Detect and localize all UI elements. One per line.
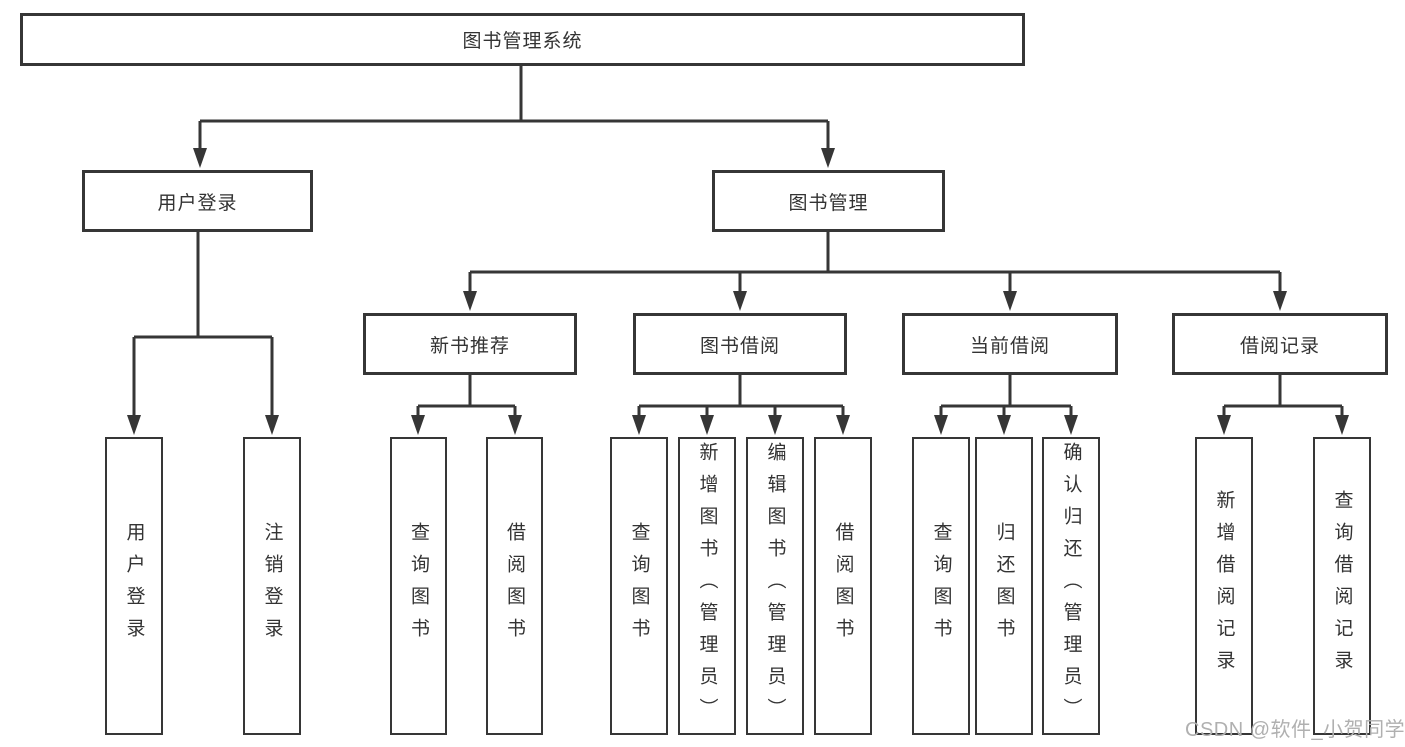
connector-borrow-records-to-leaves — [1217, 375, 1349, 435]
leaf-query-borrow-record: 查询借阅记录 — [1313, 437, 1371, 735]
connector-book-management-to-level2 — [463, 232, 1287, 311]
node-new-book-recommend: 新书推荐 — [363, 313, 577, 375]
leaf-edit-books-admin: 编辑图书（管理员） — [746, 437, 804, 735]
leaf-user-login: 用户登录 — [105, 437, 163, 735]
leaf-logout: 注销登录 — [243, 437, 301, 735]
connector-current-borrow-to-leaves — [934, 375, 1078, 435]
connector-user-login-to-leaves — [127, 232, 279, 435]
csdn-watermark: CSDN @软件_小贺同学 — [1185, 719, 1405, 741]
connector-book-borrow-to-leaves — [632, 375, 850, 435]
node-current-borrow: 当前借阅 — [902, 313, 1118, 375]
node-borrow-records: 借阅记录 — [1172, 313, 1388, 375]
node-book-management: 图书管理 — [712, 170, 945, 232]
leaf-borrow-books-recommend: 借阅图书 — [486, 437, 543, 735]
leaf-borrow-books: 借阅图书 — [814, 437, 872, 735]
connector-root-to-level1 — [193, 66, 835, 168]
node-book-borrow: 图书借阅 — [633, 313, 847, 375]
leaf-return-books: 归还图书 — [975, 437, 1033, 735]
node-book-management-system: 图书管理系统 — [20, 13, 1025, 66]
node-user-login: 用户登录 — [82, 170, 313, 232]
leaf-add-books-admin: 新增图书（管理员） — [678, 437, 736, 735]
leaf-query-books-recommend: 查询图书 — [390, 437, 447, 735]
connector-new-book-recommend-to-leaves — [411, 375, 522, 435]
leaf-confirm-return-admin: 确认归还（管理员） — [1042, 437, 1100, 735]
leaf-query-books-borrow: 查询图书 — [610, 437, 668, 735]
leaf-query-books-current: 查询图书 — [912, 437, 970, 735]
leaf-add-borrow-record: 新增借阅记录 — [1195, 437, 1253, 735]
